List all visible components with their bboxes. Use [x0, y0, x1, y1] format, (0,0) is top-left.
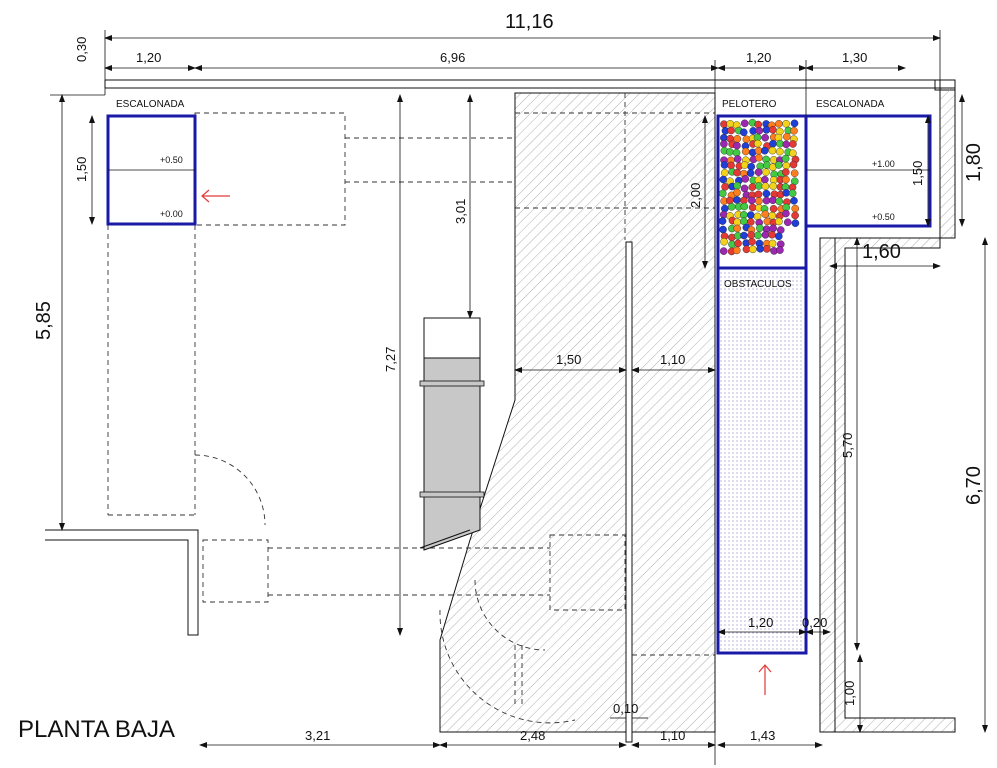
plan-title: PLANTA BAJA — [18, 716, 175, 743]
dim-bottom-1: 3,21 — [305, 728, 330, 743]
label-escalonada-left: ESCALONADA — [116, 99, 185, 110]
entry-arrows — [201, 189, 772, 695]
dim-right-corner-height: 1,80 — [963, 143, 985, 182]
dim-left-total-height: 5,85 — [33, 301, 55, 340]
dim-obstacle-width: 1,20 — [748, 615, 773, 630]
dim-top-pelotero: 1,20 — [746, 50, 771, 65]
left-lower-wall — [45, 529, 199, 636]
dim-bottom-2: 2,48 — [520, 728, 545, 743]
dim-bottom-5: 1,43 — [750, 728, 775, 743]
ball-pit — [718, 118, 800, 256]
level-left-lower: +0.00 — [160, 209, 183, 219]
dim-obstacle-wall: 0,20 — [802, 615, 827, 630]
dim-entry-height: 1,00 — [842, 681, 857, 706]
arrow-up-icon — [758, 664, 772, 695]
dim-right-total-height: 6,70 — [963, 466, 985, 505]
slide — [419, 317, 485, 551]
dim-left-step-height: 1,50 — [74, 157, 89, 182]
dim-pelotero-height: 2,00 — [688, 183, 703, 208]
dim-bottom-3: 0,10 — [613, 701, 638, 716]
level-right-upper: +1.00 — [872, 159, 895, 169]
dim-slide-total: 7,27 — [383, 347, 398, 372]
dim-ramp-width: 1,50 — [556, 352, 581, 367]
label-pelotero: PELOTERO — [722, 99, 777, 110]
dim-total-width: 11,16 — [505, 11, 554, 33]
dim-top-right: 1,30 — [842, 50, 867, 65]
ramp-mass — [439, 92, 716, 743]
arrow-left-icon — [201, 189, 230, 203]
dim-top-thickness: 0,30 — [74, 37, 89, 62]
dimension-lines — [50, 30, 988, 765]
dim-bottom-4: 1,10 — [660, 728, 685, 743]
label-obstaculos: OBSTACULOS — [724, 279, 792, 290]
zones — [106, 114, 932, 655]
top-wall — [104, 79, 956, 91]
dim-right-step-height: 1,50 — [910, 161, 925, 186]
label-escalonada-right: ESCALONADA — [816, 99, 885, 110]
right-wall — [819, 87, 956, 733]
dim-slide-inner: 3,01 — [453, 199, 468, 224]
level-right-lower: +0.50 — [872, 212, 895, 222]
obstaculos-zone — [716, 266, 808, 655]
dim-top-left: 1,20 — [136, 50, 161, 65]
dim-gap-width: 1,10 — [660, 352, 685, 367]
level-left-upper: +0.50 — [160, 155, 183, 165]
dim-corridor-width: 1,60 — [862, 241, 901, 263]
dim-obstacle-length: 5,70 — [840, 433, 855, 458]
dim-top-mid: 6,96 — [440, 50, 465, 65]
